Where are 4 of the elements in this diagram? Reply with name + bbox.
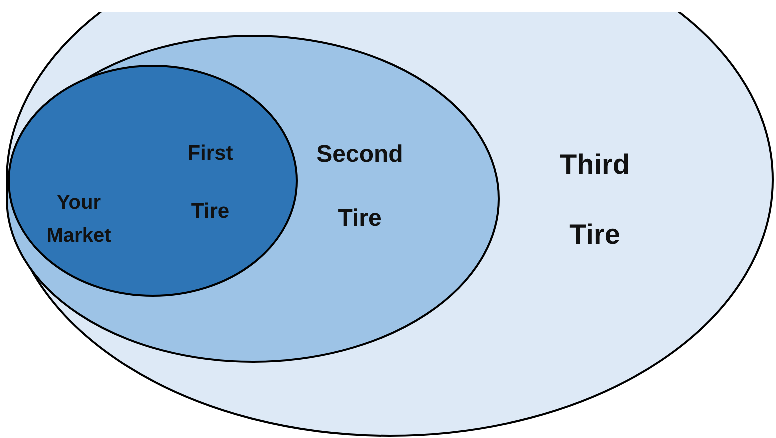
region-label: Second Tire xyxy=(316,140,404,234)
region-label: Your Market xyxy=(46,191,112,249)
region-label: First Tire xyxy=(186,141,234,225)
region-label: Third Tire xyxy=(559,148,631,252)
